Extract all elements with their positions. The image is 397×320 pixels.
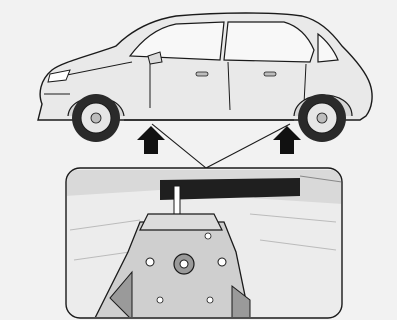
door-handle-rear	[264, 72, 276, 76]
jack-detail-inset	[66, 168, 342, 320]
rear-wheel	[298, 94, 346, 142]
front-wheel	[72, 94, 120, 142]
door-handle-front	[196, 72, 208, 76]
